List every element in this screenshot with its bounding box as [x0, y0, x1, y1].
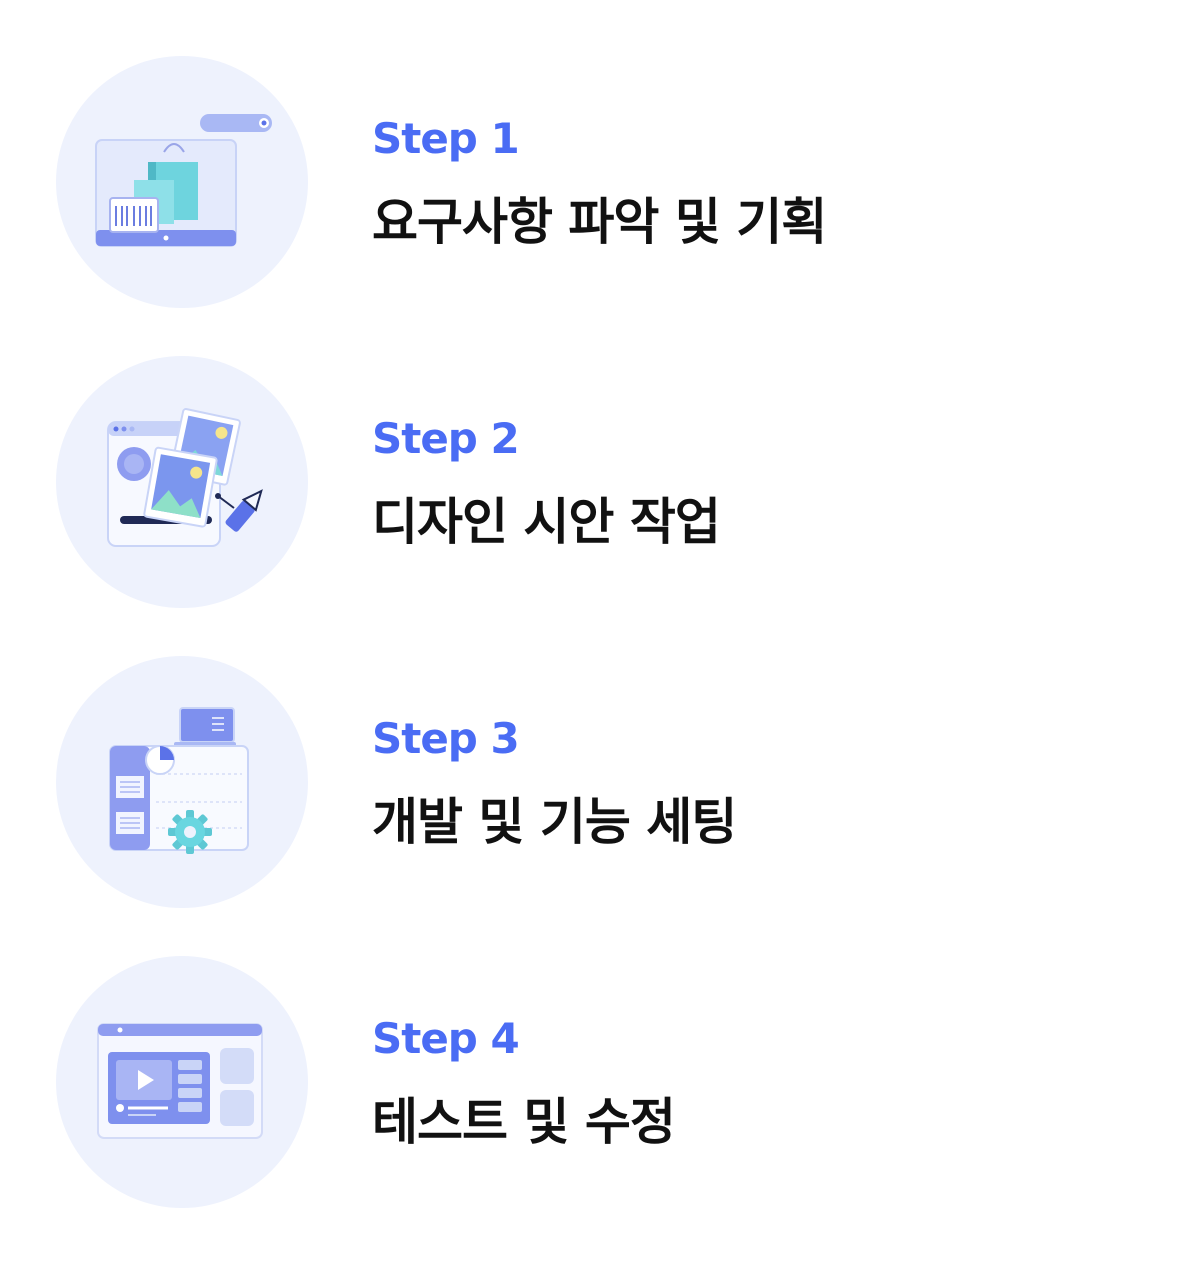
- step-label: Step 2: [372, 414, 520, 463]
- step-1: Step 1 요구사항 파악 및 기획: [0, 56, 1200, 308]
- design-draft-icon: [107, 408, 263, 547]
- step-2: Step 2 디자인 시안 작업: [0, 356, 1200, 608]
- step-title: 개발 및 기능 세팅: [372, 793, 737, 851]
- shopping-monitor-icon: [95, 114, 272, 247]
- step-illustration: [56, 356, 308, 608]
- step-title: 테스트 및 수정: [372, 1093, 676, 1151]
- video-test-icon: [97, 1023, 263, 1139]
- development-settings-icon: [109, 707, 249, 854]
- step-3: Step 3 개발 및 기능 세팅: [0, 656, 1200, 908]
- step-illustration: [56, 656, 308, 908]
- step-label: Step 3: [372, 714, 520, 763]
- step-label: Step 4: [372, 1014, 520, 1063]
- step-4: Step 4 테스트 및 수정: [0, 956, 1200, 1208]
- step-title: 디자인 시안 작업: [372, 493, 721, 551]
- step-illustration: [56, 56, 308, 308]
- step-label: Step 1: [372, 114, 520, 163]
- step-title: 요구사항 파악 및 기획: [372, 193, 827, 251]
- step-illustration: [56, 956, 308, 1208]
